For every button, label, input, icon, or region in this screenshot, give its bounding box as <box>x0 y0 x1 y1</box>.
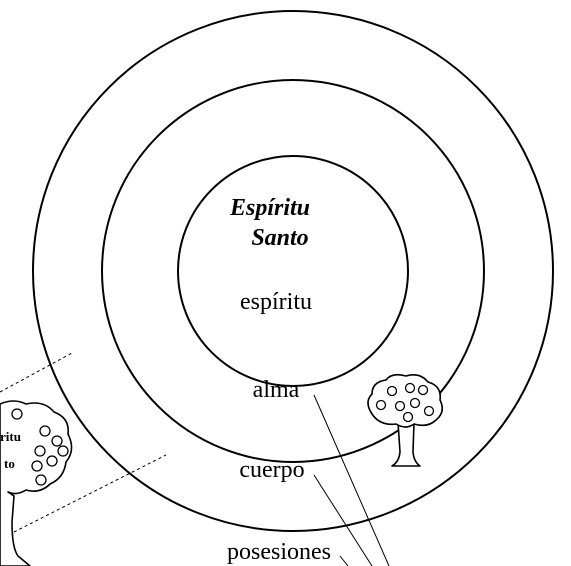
left-tree-label-line1: ritu <box>0 429 21 444</box>
center-label-line1: Espíritu <box>229 195 310 221</box>
left-tree-label-line2: to <box>4 456 15 471</box>
label-posesiones: posesiones <box>227 539 331 565</box>
leader-line-posesiones <box>340 556 348 566</box>
center-label-line2: Santo <box>251 225 308 251</box>
tree-icon-right <box>368 375 442 466</box>
label-espiritu: espíritu <box>240 289 312 315</box>
outer-ring <box>33 11 553 531</box>
tree-icon-left <box>0 401 72 566</box>
label-cuerpo: cuerpo <box>239 457 304 483</box>
dashed-line-top <box>0 353 72 392</box>
label-alma: alma <box>253 377 300 403</box>
inner-ring <box>178 156 408 386</box>
